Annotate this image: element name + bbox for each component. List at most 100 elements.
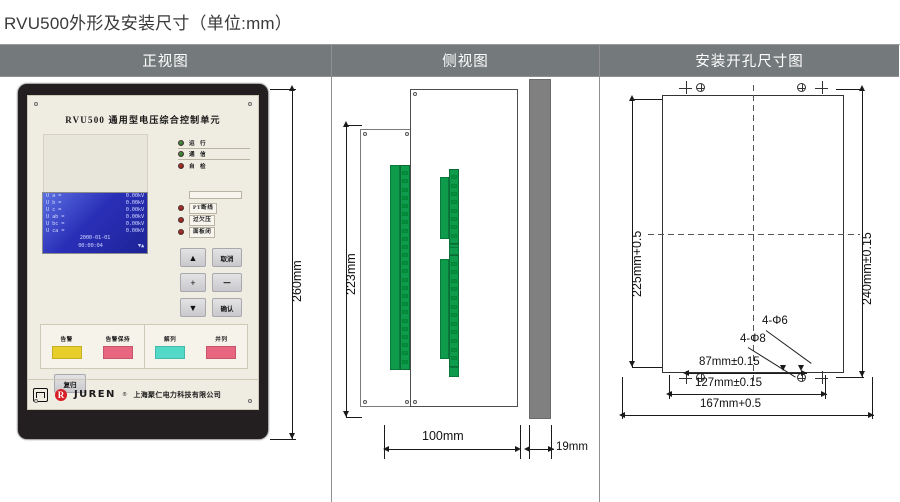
- indicator-cell-alarm-hold: 告警保持: [92, 325, 143, 368]
- key-minus[interactable]: －: [212, 273, 242, 292]
- led-row-comm: 通 信: [178, 149, 250, 160]
- bezel-arrow-left: [524, 445, 530, 452]
- terminal-pin: [402, 285, 408, 290]
- housing-screw: [413, 400, 417, 404]
- lcd-row-value: 0.00kV: [125, 214, 144, 220]
- keypad: ▲ 取消 + － ▼ 确认: [180, 248, 242, 317]
- bezel-dim-line: [528, 449, 554, 450]
- terminal-pin: [451, 191, 457, 196]
- terminal-pin: [451, 296, 457, 301]
- terminal-pin: [451, 200, 457, 205]
- terminal-pin: [402, 334, 408, 339]
- led-label: 面板闭: [189, 226, 216, 238]
- hole-mark-bottom-left-a: [679, 371, 692, 384]
- led-group-fault: PT断线 过欠压 面板闭: [178, 191, 250, 238]
- led-indicator-icon: [178, 151, 184, 157]
- terminal-pin: [402, 179, 408, 184]
- key-reset[interactable]: 复归: [54, 374, 86, 393]
- registered-mark-icon: ®: [122, 391, 127, 398]
- indicator-chip-alarm-hold[interactable]: [102, 345, 133, 359]
- lcd-scroll-indicator-icon: ▼▲: [137, 242, 144, 249]
- key-plus[interactable]: +: [180, 273, 206, 292]
- hole-dim-left-arrow-bottom: [628, 361, 635, 367]
- front-view-body: RVU500 通用型电压综合控制单元 U a = 0.00kV U b = 0.…: [0, 77, 331, 502]
- housing-screw: [363, 132, 367, 136]
- terminal-pin: [402, 220, 408, 225]
- hole-dim-left-label: 225mm+0.5: [630, 230, 644, 297]
- hole-dim-167-label: 167mm+0.5: [700, 398, 762, 410]
- panel-screw: [34, 102, 38, 106]
- indicator-label: 告警保持: [105, 336, 131, 343]
- lcd-row-name: U c =: [46, 207, 62, 213]
- led-row-pt-break: PT断线: [178, 202, 250, 214]
- device-faceplate: RVU500 通用型电压综合控制单元 U a = 0.00kV U b = 0.…: [27, 95, 259, 410]
- led-indicator-icon: [178, 162, 184, 169]
- front-dim-arrow-top: [288, 85, 295, 91]
- terminal-pin: [451, 270, 457, 275]
- terminal-pin: [451, 321, 457, 326]
- terminal-pin: [402, 294, 408, 298]
- callout-label-phi8: 4-Φ8: [740, 333, 766, 345]
- column-header-side: 侧视图: [332, 45, 599, 77]
- hole-mark-top-left-a: [679, 81, 692, 94]
- hole-dim-127-line: [671, 394, 827, 395]
- indicator-cell-alarm: 告警: [41, 325, 92, 368]
- indicator-chip-parallel[interactable]: [206, 345, 237, 359]
- lcd-row: U b = 0.00kV: [43, 200, 147, 207]
- terminal-pin: [402, 253, 408, 258]
- device-front-panel: RVU500 通用型电压综合控制单元 U a = 0.00kV U b = 0.…: [18, 84, 268, 439]
- side-dim-depth-label: 100mm: [422, 429, 464, 443]
- led-group-status: 运 行 通 信 自 检: [178, 138, 250, 171]
- hole-dim-127-label: 127mm±0.15: [695, 377, 763, 389]
- column-front-view: 正视图 RVU500 通用型电压综合控制单元 U a = 0.00kV U: [0, 45, 332, 502]
- company-name: 上海聚仁电力科技有限公司: [133, 390, 222, 399]
- depth-dim-line: [387, 449, 519, 450]
- key-cancel[interactable]: 取消: [212, 248, 242, 267]
- hole-dim-127-arrow-left: [666, 390, 672, 397]
- terminal-pin: [451, 261, 457, 266]
- lcd-date: 2000-01-01: [79, 235, 111, 241]
- terminal-pin: [402, 212, 408, 217]
- lcd-row: U a = 0.00kV: [43, 193, 147, 200]
- terminal-pin: [451, 233, 457, 238]
- hole-dim-left-tick-top: [632, 99, 662, 100]
- hole-dim-87-arrow-right: [801, 369, 807, 376]
- hole-dim-127-ext-right: [825, 375, 826, 399]
- hole-dim-right-line: [862, 89, 863, 377]
- indicator-chip-alarm[interactable]: [51, 345, 82, 359]
- indicator-label: 解列: [164, 336, 177, 343]
- terminal-pin: [402, 277, 408, 282]
- terminal-pin: [451, 175, 457, 180]
- key-confirm[interactable]: 确认: [212, 298, 242, 317]
- hole-dim-87-label: 87mm±0.15: [699, 356, 760, 368]
- led-indicator-icon: [178, 140, 184, 146]
- lcd-display: U a = 0.00kV U b = 0.00kV U c = 0.00kV: [42, 192, 148, 254]
- led-row-selftest: 自 检: [178, 160, 250, 171]
- panel-screw: [248, 399, 252, 403]
- device-footer: R JUREN ® 上海聚仁电力科技有限公司: [28, 379, 258, 409]
- terminal-pin: [451, 347, 457, 352]
- indicator-cell-parallel: 并列: [196, 325, 247, 368]
- terminal-pin: [451, 278, 457, 283]
- hole-dim-167-ext-right: [872, 377, 873, 419]
- terminal-pin: [402, 187, 408, 192]
- terminal-pin: [402, 203, 408, 208]
- usb-port-icon[interactable]: [33, 387, 48, 402]
- terminal-block-right-lower: [449, 255, 459, 367]
- lcd-row-value: 0.00kV: [125, 221, 144, 227]
- terminal-pin: [451, 339, 457, 344]
- indicator-chip-split[interactable]: [155, 345, 186, 359]
- column-header-front: 正视图: [0, 45, 331, 77]
- side-dim-arrow-bottom: [342, 411, 349, 417]
- housing-screw: [413, 92, 417, 96]
- bezel-ext-left: [529, 425, 530, 459]
- indicator-button-panel: 告警 告警保持 解列 并列: [40, 324, 248, 369]
- key-down[interactable]: ▼: [180, 298, 206, 317]
- terminal-pin: [402, 171, 408, 176]
- led-label: 自 检: [189, 163, 208, 170]
- terminal-pin: [451, 287, 457, 292]
- key-up[interactable]: ▲: [180, 248, 206, 267]
- led-row-panel-lock: 面板闭: [178, 226, 250, 238]
- lcd-row-name: U bc =: [46, 221, 65, 227]
- lcd-row: U ca = 0.00kV: [43, 228, 147, 235]
